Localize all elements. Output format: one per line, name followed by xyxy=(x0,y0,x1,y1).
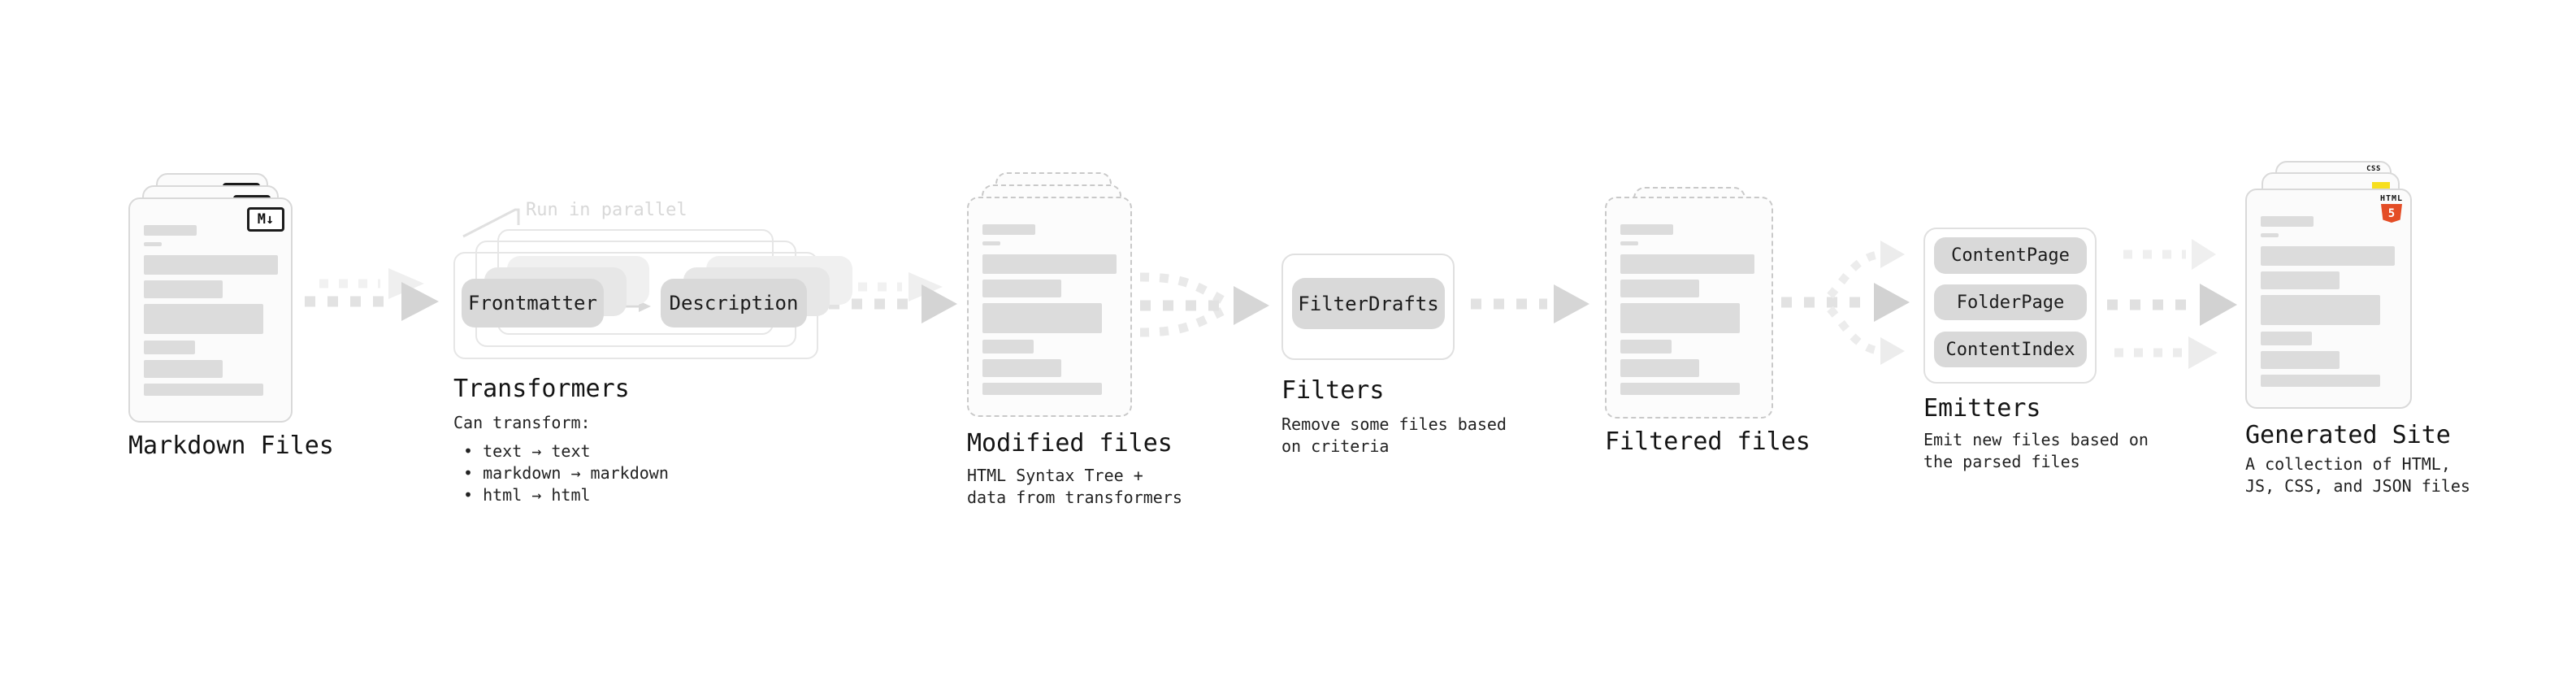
skeleton-line xyxy=(2261,351,2340,369)
skeleton-line xyxy=(2261,332,2312,345)
run-in-parallel-annotation: Run in parallel xyxy=(526,200,687,220)
stage-label-filters: Filters xyxy=(1281,376,1385,405)
caption-line: Emit new files based on xyxy=(1923,430,2149,449)
skeleton-line xyxy=(1620,303,1740,333)
skeleton-line xyxy=(144,255,278,275)
skeleton-line xyxy=(144,242,162,246)
caption-bullet: • html → html xyxy=(463,485,591,505)
skeleton-line xyxy=(2261,271,2340,289)
stage-label-markdown-files: Markdown Files xyxy=(128,432,334,460)
caption-bullet: • markdown → markdown xyxy=(463,463,669,483)
generated-site-caption: A collection of HTML, JS, CSS, and JSON … xyxy=(2245,453,2470,497)
skeleton-line xyxy=(1620,224,1673,235)
contentpage-node: ContentPage xyxy=(1934,237,2087,274)
skeleton-line xyxy=(982,383,1102,395)
skeleton-line xyxy=(1620,241,1638,245)
caption-bullet: • text → text xyxy=(463,441,591,461)
skeleton-line xyxy=(2261,375,2380,387)
skeleton-line xyxy=(1620,340,1672,354)
transformers-caption: Can transform: • text → text • markdown … xyxy=(453,412,669,506)
html5-icon: HTML 5 xyxy=(2380,195,2403,223)
file-content-skeleton xyxy=(2261,216,2396,387)
stage-label-emitters: Emitters xyxy=(1923,394,2041,423)
caption-line: Remove some files based xyxy=(1281,414,1507,434)
skeleton-line xyxy=(2261,216,2314,227)
contentindex-node: ContentIndex xyxy=(1934,332,2087,367)
skeleton-line xyxy=(1620,359,1699,377)
stage-label-transformers: Transformers xyxy=(453,375,630,403)
caption-line: Can transform: xyxy=(453,413,591,432)
skeleton-line xyxy=(144,280,223,298)
arrow-modified-to-filters xyxy=(1139,272,1269,337)
arrow-filtered-to-emitters xyxy=(1781,241,1910,365)
skeleton-line xyxy=(982,241,1000,245)
skeleton-line xyxy=(144,384,263,396)
markdown-icon: M↓ xyxy=(247,207,284,232)
file-content-skeleton xyxy=(1620,224,1758,395)
folderpage-node: FolderPage xyxy=(1934,284,2087,320)
skeleton-line xyxy=(2261,233,2279,237)
filterdrafts-node: FilterDrafts xyxy=(1292,278,1445,329)
skeleton-line xyxy=(1620,280,1699,297)
caption-line: JS, CSS, and JSON files xyxy=(2245,476,2470,496)
stage-label-filtered-files: Filtered files xyxy=(1605,427,1811,456)
skeleton-line xyxy=(144,360,223,378)
skeleton-line xyxy=(982,254,1117,274)
arrow-filters-to-filtered xyxy=(1471,284,1589,323)
filters-caption: Remove some files based on criteria xyxy=(1281,414,1507,458)
skeleton-line xyxy=(144,304,263,334)
caption-line: the parsed files xyxy=(1923,452,2080,471)
arrow-transformers-to-modified xyxy=(829,272,957,323)
file-content-skeleton xyxy=(144,225,278,396)
file-card xyxy=(1605,197,1773,419)
skeleton-line xyxy=(982,359,1061,377)
skeleton-line xyxy=(982,340,1034,354)
annotation-leader-line xyxy=(462,208,520,238)
description-node: Description xyxy=(661,279,807,327)
skeleton-line xyxy=(2261,295,2380,325)
frontmatter-node: Frontmatter xyxy=(462,279,604,327)
file-card: HTML 5 xyxy=(2245,189,2412,409)
skeleton-line xyxy=(144,340,195,354)
skeleton-line xyxy=(1620,254,1754,274)
caption-line: HTML Syntax Tree + xyxy=(967,466,1143,485)
file-card xyxy=(967,197,1132,417)
caption-line: on criteria xyxy=(1281,436,1390,456)
file-card: M↓ xyxy=(128,197,293,423)
caption-line: A collection of HTML, xyxy=(2245,454,2451,474)
skeleton-line xyxy=(982,303,1102,333)
skeleton-line xyxy=(1620,383,1740,395)
arrow-markdown-to-transformers xyxy=(305,268,439,321)
skeleton-line xyxy=(2261,246,2395,266)
emitters-caption: Emit new files based on the parsed files xyxy=(1923,429,2149,473)
stage-label-generated-site: Generated Site xyxy=(2245,421,2451,449)
stage-label-modified-files: Modified files xyxy=(967,429,1173,458)
file-content-skeleton xyxy=(982,224,1117,395)
skeleton-line xyxy=(982,280,1061,297)
skeleton-line xyxy=(144,225,197,236)
arrows-emitters-to-site xyxy=(2107,239,2237,369)
modified-files-caption: HTML Syntax Tree + data from transformer… xyxy=(967,465,1182,509)
skeleton-line xyxy=(982,224,1035,235)
caption-line: data from transformers xyxy=(967,488,1182,507)
